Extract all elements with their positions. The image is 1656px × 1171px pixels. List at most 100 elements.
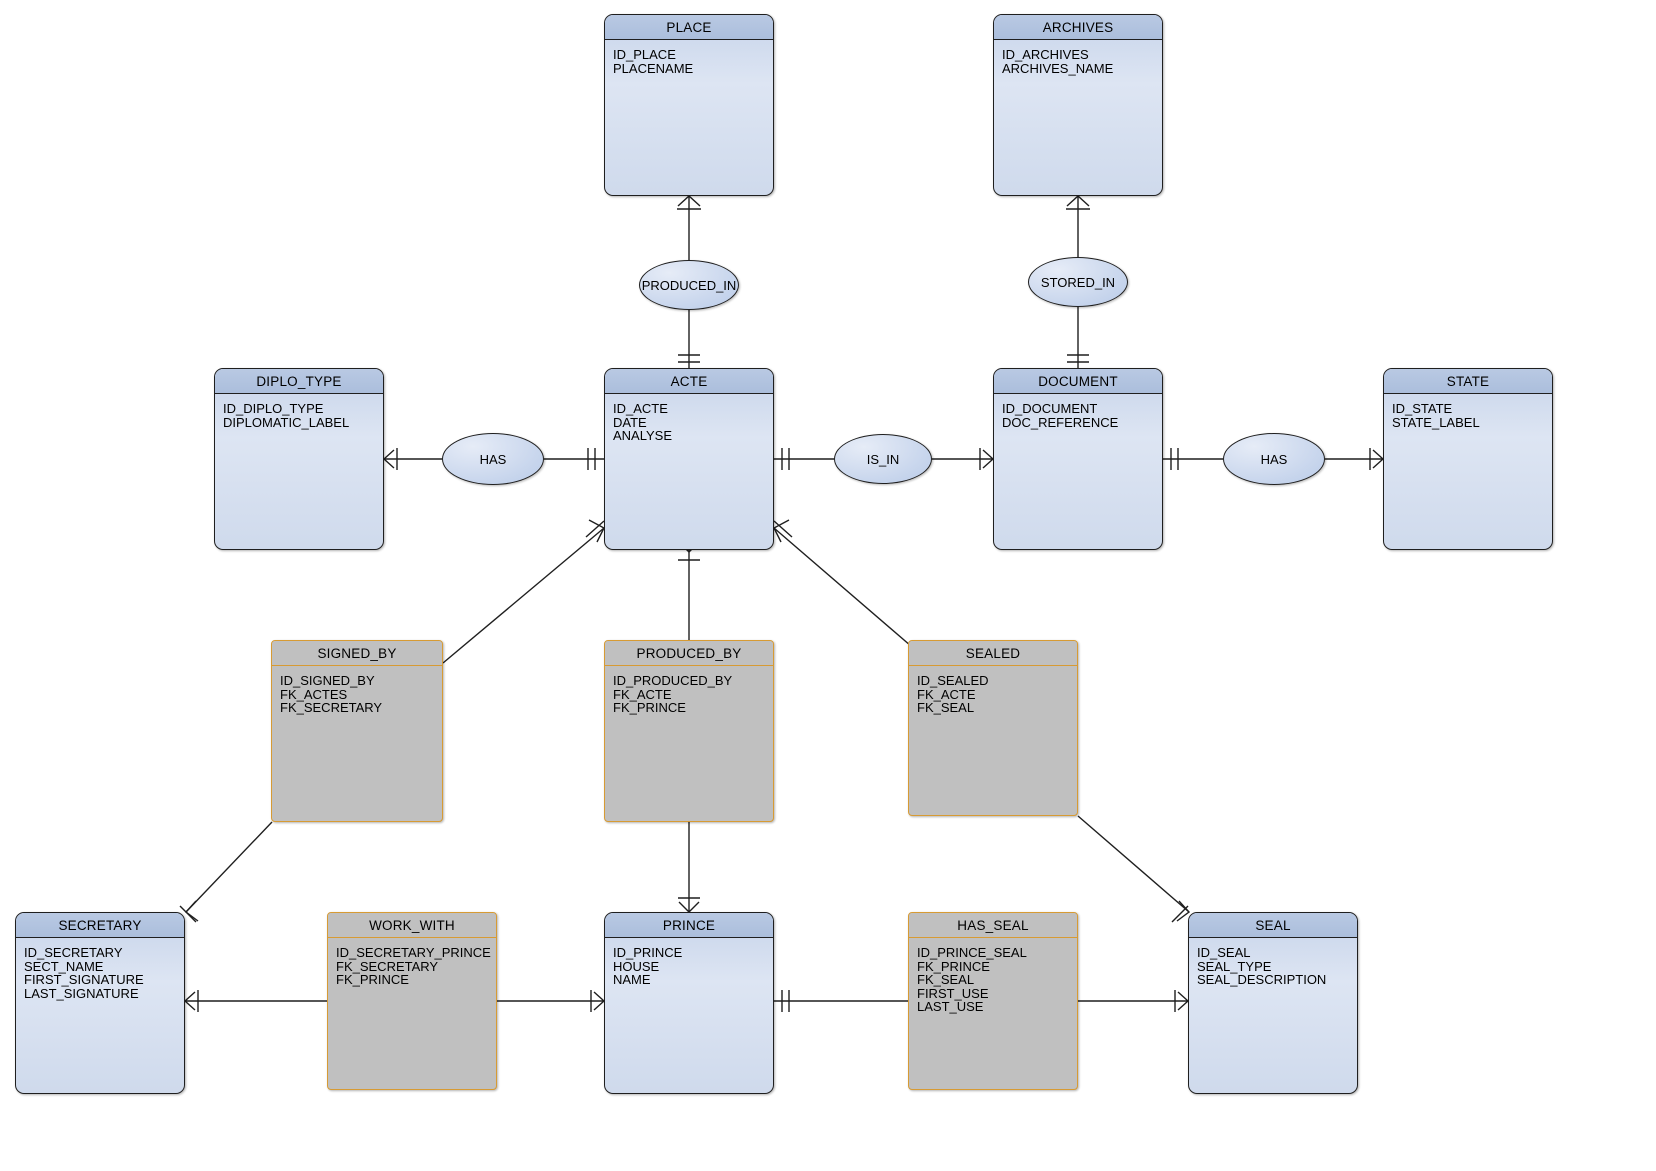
entity-attribute: ID_ACTE bbox=[613, 401, 668, 416]
entity-attribute: ID_PRODUCED_BY bbox=[613, 673, 733, 688]
entity-title: STATE bbox=[1384, 369, 1552, 394]
entity-attribute: ID_SECRETARY_PRINCE bbox=[336, 945, 491, 960]
entity-title: PRODUCED_BY bbox=[605, 641, 773, 666]
link-acte-sealed bbox=[773, 527, 912, 647]
entity-attribute: ARCHIVES_NAME bbox=[1002, 60, 1114, 76]
entity-attribute: FK_SECRETARY bbox=[280, 700, 383, 716]
entity-attribute: ID_ARCHIVES bbox=[1002, 47, 1089, 62]
relationship-has_state[interactable]: HAS bbox=[1223, 433, 1325, 485]
entity-attribute: FK_PRINCE bbox=[613, 700, 686, 716]
crowfoot-acte-br bbox=[773, 519, 790, 543]
link-acte-signedby bbox=[442, 527, 605, 664]
entity-attribute: FK_SECRETARY bbox=[336, 958, 439, 974]
entity-attribute: FK_ACTES bbox=[280, 686, 348, 702]
link-sealed-seal bbox=[1077, 815, 1190, 913]
entity-title: PRINCE bbox=[605, 913, 773, 938]
entity-title: DIPLO_TYPE bbox=[215, 369, 383, 394]
entity-attribute: FK_PRINCE bbox=[917, 958, 990, 974]
entity-attribute: FK_ACTE bbox=[613, 686, 672, 702]
entity-attribute: ANALYSE bbox=[613, 428, 673, 444]
entity-attribute: NAME bbox=[613, 972, 651, 988]
relationship-label: PRODUCED_IN bbox=[641, 277, 737, 293]
entity-attribute: FK_PRINCE bbox=[336, 972, 409, 988]
entity-attribute: SEAL_DESCRIPTION bbox=[1197, 972, 1327, 988]
crowfoot-acte-bl bbox=[588, 519, 605, 543]
crowfoot-seal-left bbox=[1177, 991, 1190, 1011]
entity-title: HAS_SEAL bbox=[909, 913, 1077, 938]
entity-title: WORK_WITH bbox=[328, 913, 496, 938]
crowfoot-secretary-tr bbox=[184, 900, 199, 922]
entity-attribute: STATE_LABEL bbox=[1392, 414, 1480, 430]
entity-title: DOCUMENT bbox=[994, 369, 1162, 394]
relationship-label: IS_IN bbox=[866, 451, 900, 467]
bar-acte-br bbox=[773, 520, 793, 538]
relationship-stored_in[interactable]: STORED_IN bbox=[1028, 257, 1128, 307]
entity-attribute: ID_PRINCE bbox=[613, 945, 683, 960]
bar-seal-tl bbox=[1171, 905, 1189, 923]
entity-title: SEALED bbox=[909, 641, 1077, 666]
entity-attribute: PLACENAME bbox=[613, 60, 694, 76]
relationship-is_in[interactable]: IS_IN bbox=[834, 434, 932, 484]
crowfoot-secretary-right bbox=[183, 991, 196, 1011]
entity-attribute: SEAL_TYPE bbox=[1197, 958, 1272, 974]
entity-title: PLACE bbox=[605, 15, 773, 40]
entity-attribute: FIRST_SIGNATURE bbox=[24, 972, 144, 988]
crowfoot-document-left bbox=[982, 449, 995, 469]
entity-title: ACTE bbox=[605, 369, 773, 394]
entity-attribute: ID_SEALED bbox=[917, 673, 989, 688]
crowfoot-seal-tl bbox=[1176, 900, 1191, 922]
relationship-label: HAS bbox=[1260, 451, 1288, 467]
entity-attribute: FIRST_USE bbox=[917, 985, 989, 1001]
entity-attribute: ID_PLACE bbox=[613, 47, 676, 62]
entity-attribute: DATE bbox=[613, 414, 647, 430]
entity-attribute: ID_DIPLO_TYPE bbox=[223, 401, 324, 416]
entity-attribute: HOUSE bbox=[613, 958, 660, 974]
entity-title: ARCHIVES bbox=[994, 15, 1162, 40]
entity-attribute: ID_SIGNED_BY bbox=[280, 673, 375, 688]
crowfoot-prince-left bbox=[593, 991, 606, 1011]
entity-attribute: FK_SEAL bbox=[917, 700, 975, 716]
entity-attribute: DOC_REFERENCE bbox=[1002, 414, 1119, 430]
entity-attribute: FK_SEAL bbox=[917, 972, 975, 988]
crowfoot-diplotype bbox=[382, 449, 395, 469]
entity-attribute: LAST_SIGNATURE bbox=[24, 985, 139, 1001]
entity-title: SEAL bbox=[1189, 913, 1357, 938]
bar-acte-bl bbox=[585, 520, 605, 538]
relationship-has_diplo[interactable]: HAS bbox=[442, 433, 544, 485]
relationship-produced_in[interactable]: PRODUCED_IN bbox=[639, 260, 739, 310]
entity-attribute: ID_PRINCE_SEAL bbox=[917, 945, 1027, 960]
entity-attribute: LAST_USE bbox=[917, 999, 984, 1015]
entity-attribute: SECT_NAME bbox=[24, 958, 104, 974]
entity-attribute: FK_ACTE bbox=[917, 686, 976, 702]
crowfoot-place bbox=[677, 195, 701, 207]
entity-attribute: ID_STATE bbox=[1392, 401, 1453, 416]
entity-title: SIGNED_BY bbox=[272, 641, 442, 666]
